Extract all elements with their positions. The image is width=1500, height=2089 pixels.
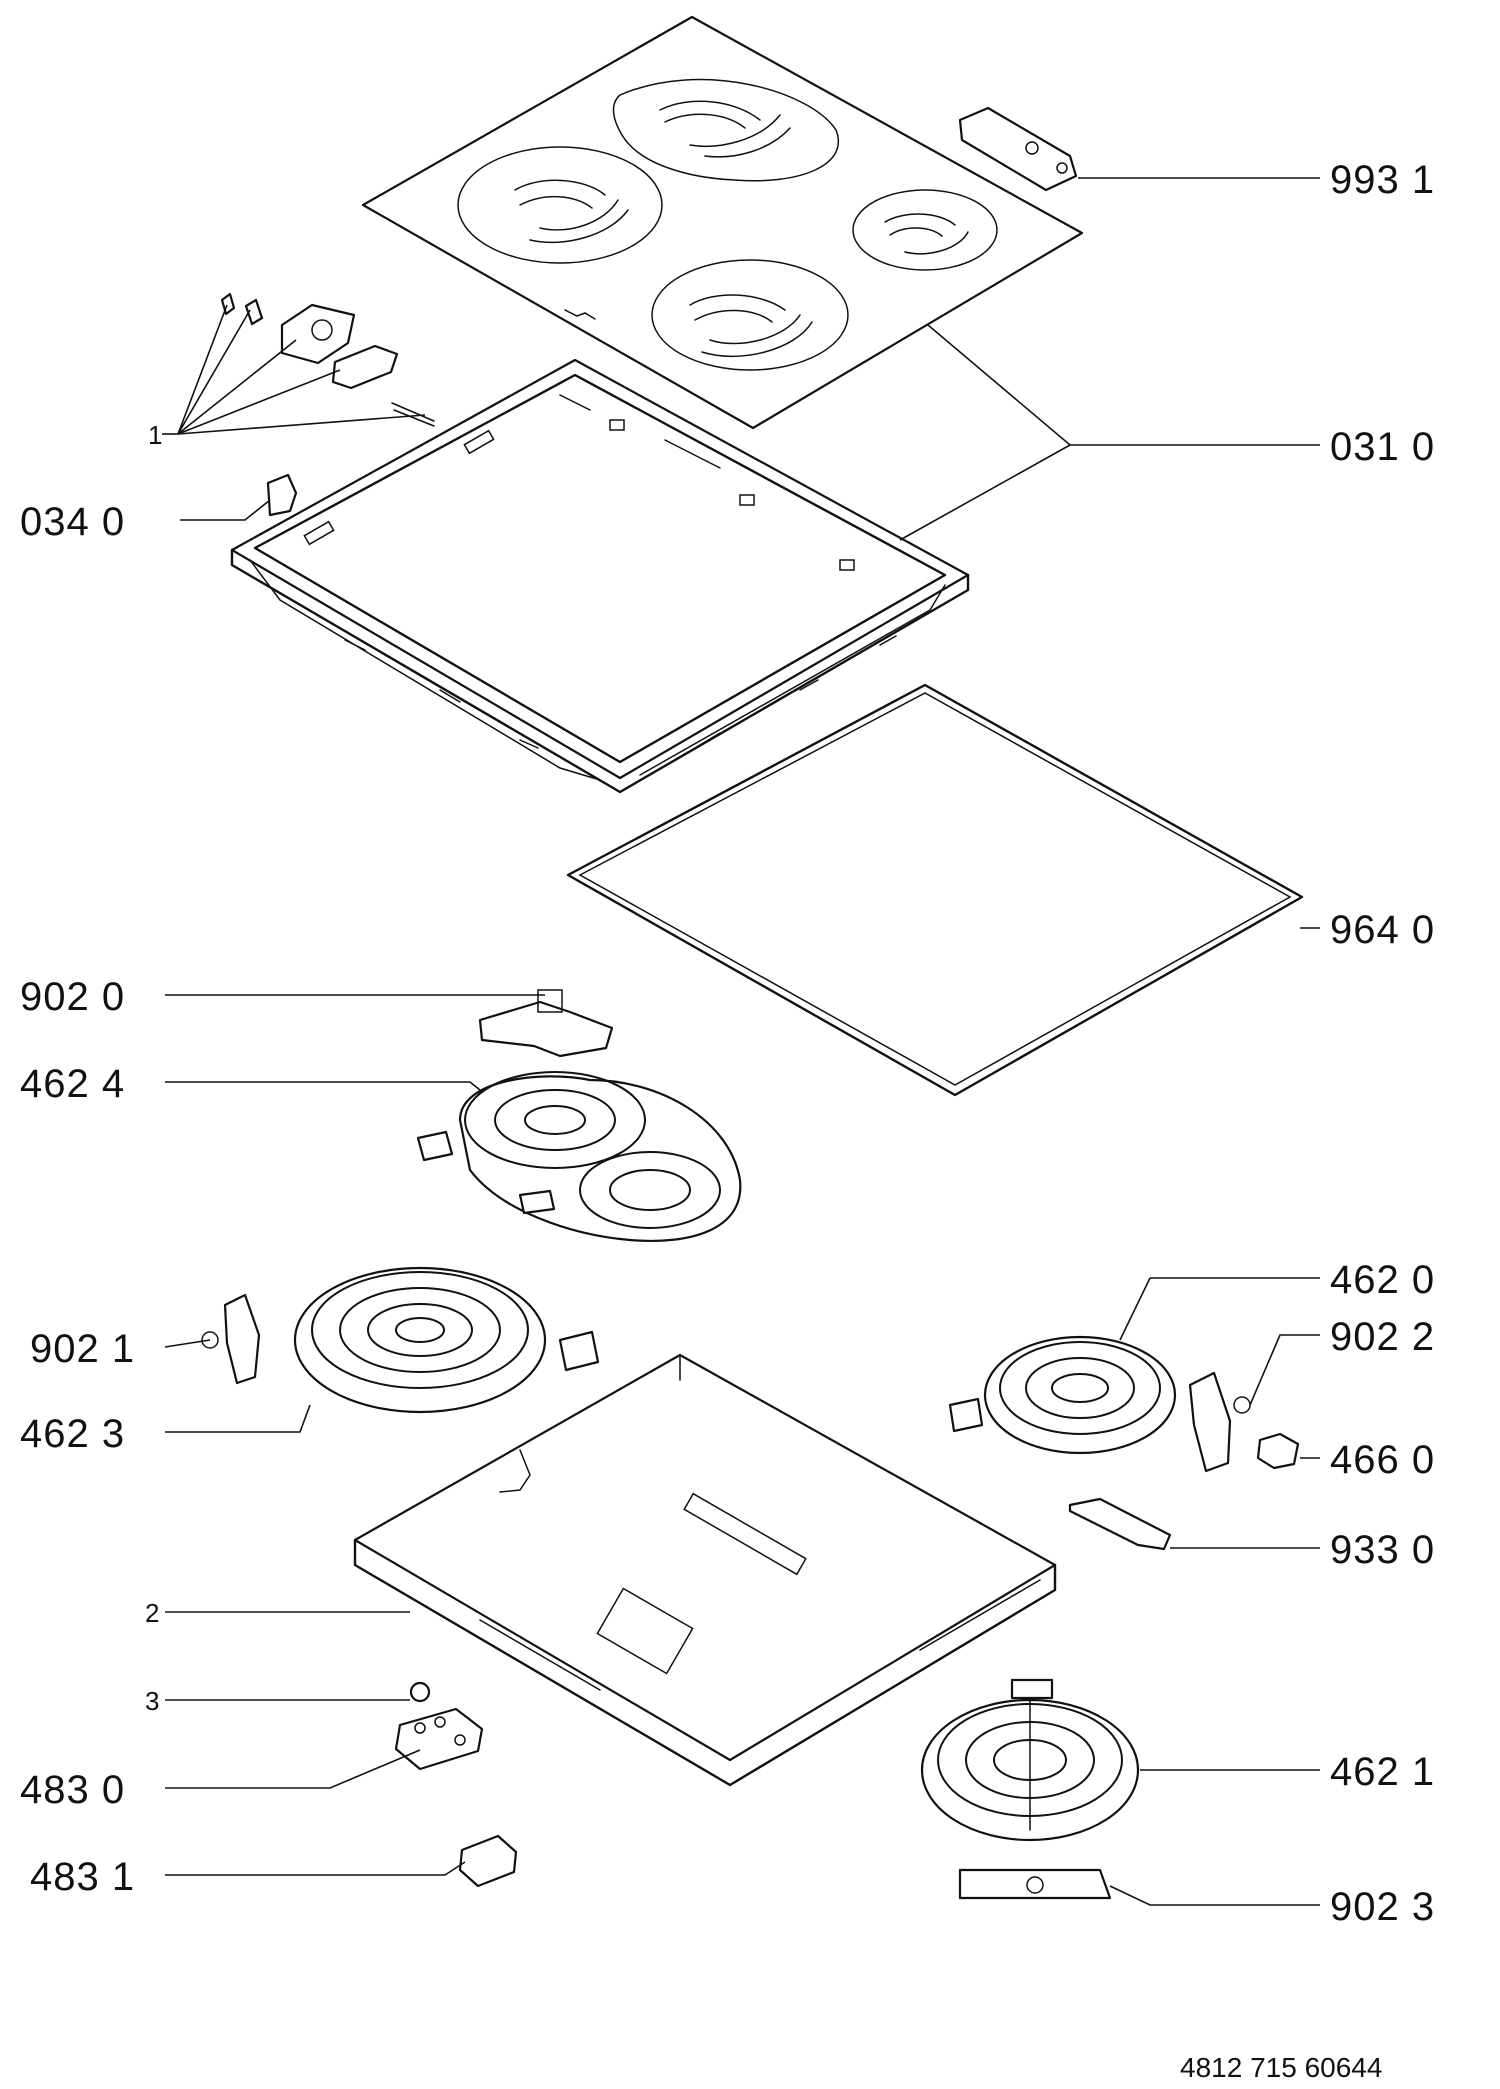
label-462-1: 462 1 xyxy=(1330,1750,1435,1794)
label-902-0: 902 0 xyxy=(20,975,125,1019)
label-462-4: 462 4 xyxy=(20,1062,125,1106)
label-3: 3 xyxy=(145,1686,159,1716)
label-034-0: 034 0 xyxy=(20,500,125,544)
label-462-0: 462 0 xyxy=(1330,1258,1435,1302)
part-466 xyxy=(1256,1432,1300,1470)
ceramic-glass-top xyxy=(361,15,1084,430)
clip-993 xyxy=(958,106,1078,192)
seal-gasket xyxy=(566,683,1304,1097)
label-2: 2 xyxy=(145,1598,159,1628)
label-031-0: 031 0 xyxy=(1330,425,1435,469)
document-number: 4812 715 60644 xyxy=(1180,2052,1382,2083)
heating-element-462-0 xyxy=(948,1335,1177,1455)
heating-element-462-1 xyxy=(920,1678,1140,1842)
label-483-0: 483 0 xyxy=(20,1768,125,1812)
label-902-3: 902 3 xyxy=(1330,1885,1435,1929)
bottom-tray xyxy=(353,1353,1057,1787)
label-902-2: 902 2 xyxy=(1330,1315,1435,1359)
part-933 xyxy=(1068,1497,1172,1551)
bracket-902-2 xyxy=(1188,1371,1232,1473)
label-483-1: 483 1 xyxy=(30,1855,135,1899)
grommet-3 xyxy=(409,1681,431,1703)
label-933-0: 933 0 xyxy=(1330,1528,1435,1572)
heating-element-462-4 xyxy=(416,1071,742,1242)
label-964-0: 964 0 xyxy=(1330,908,1435,952)
heating-element-462-3 xyxy=(293,1266,600,1414)
bracket-902-0 xyxy=(478,1000,614,1058)
label-993-1: 993 1 xyxy=(1330,158,1435,202)
label-462-3: 462 3 xyxy=(20,1412,125,1456)
bracket-902-3 xyxy=(958,1868,1112,1900)
terminal-block-483-1 xyxy=(458,1834,518,1888)
fixing-clips-group xyxy=(220,292,435,427)
label-902-1: 902 1 xyxy=(30,1327,135,1371)
hob-frame xyxy=(230,358,970,794)
terminal-block-483-0 xyxy=(394,1707,484,1771)
clip-034 xyxy=(266,473,298,517)
label-1: 1 xyxy=(148,420,162,450)
leader-lines xyxy=(162,177,1320,1906)
bracket-902-1 xyxy=(223,1293,261,1385)
label-466-0: 466 0 xyxy=(1330,1438,1435,1482)
